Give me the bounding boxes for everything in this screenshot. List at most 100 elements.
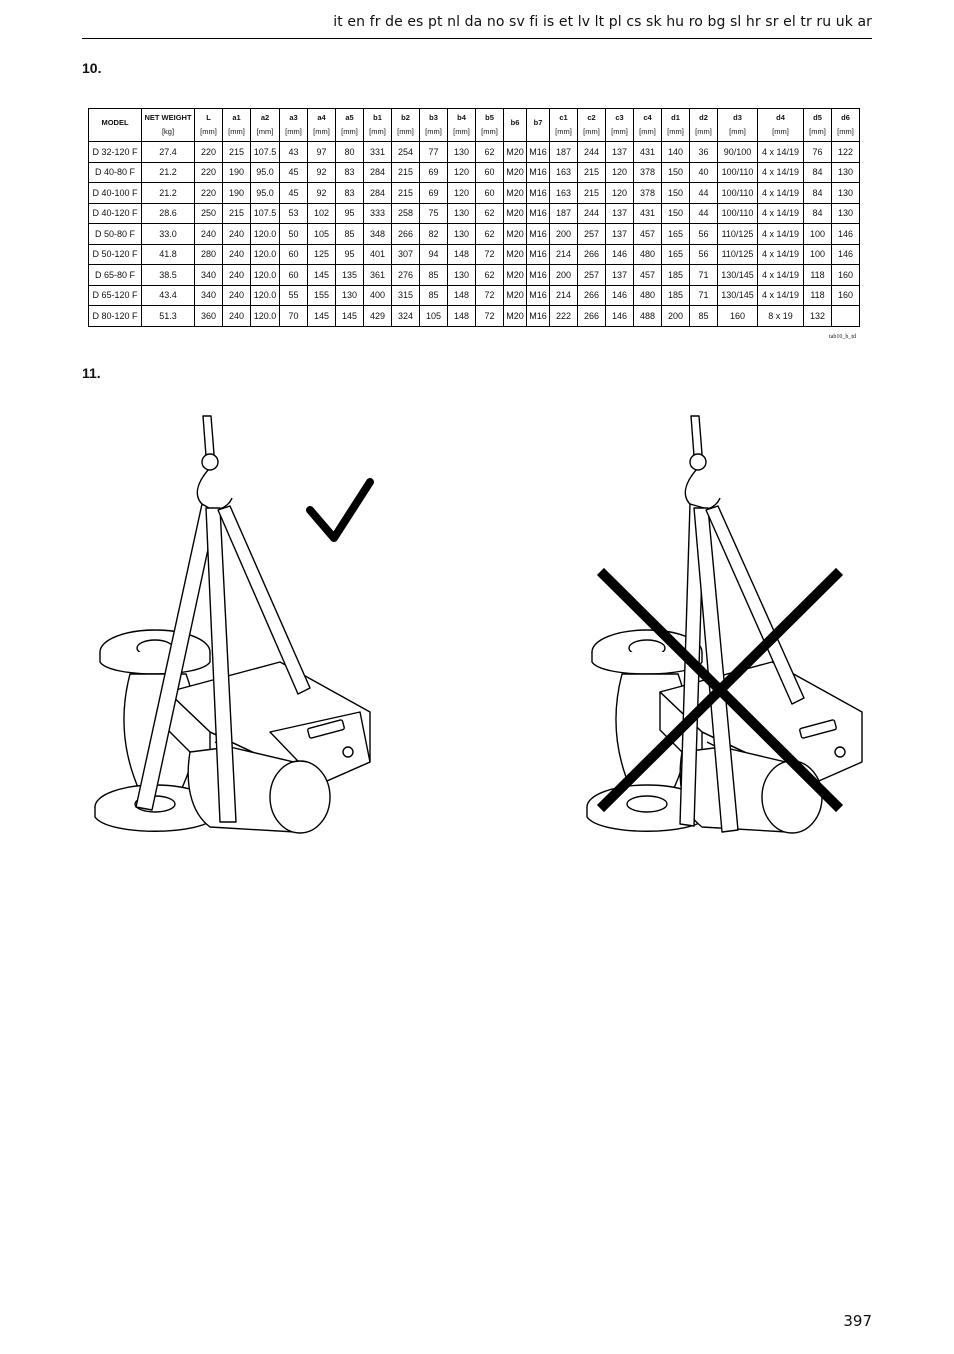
table-cell: 145	[307, 264, 336, 286]
table-cell: 100	[803, 243, 832, 265]
table-cell: 130	[447, 264, 476, 286]
cross-icon	[596, 567, 844, 813]
table-cell: 85	[335, 223, 364, 245]
table-cell: 250	[194, 202, 223, 224]
table-cell: 148	[447, 284, 476, 306]
table-cell: 53	[279, 202, 308, 224]
column-name: d3	[733, 113, 742, 122]
table-cell: 240	[194, 223, 223, 245]
table-cell: M16	[526, 202, 550, 224]
table-cell: 100/110	[717, 182, 758, 204]
table-cell: 28.6	[141, 202, 195, 224]
table-cell: 254	[391, 141, 420, 163]
column-name: b3	[429, 113, 438, 122]
table-cell: 130/145	[717, 284, 758, 306]
table-cell: 284	[363, 161, 392, 183]
column-unit: [mm]	[397, 127, 414, 136]
column-name: c4	[643, 113, 652, 122]
section-10-number: 10.	[82, 60, 102, 76]
table-cell: 160	[717, 305, 758, 327]
table-cell: 130	[447, 223, 476, 245]
column-header: d3 [mm]	[717, 108, 758, 142]
table-cell: 21.2	[141, 161, 195, 183]
table-cell: 4 x 14/19	[757, 182, 804, 204]
table-cell: 120	[605, 182, 634, 204]
table-cell: 200	[549, 223, 578, 245]
table-cell: 92	[307, 161, 336, 183]
table-cell: M20	[503, 141, 527, 163]
column-unit: [mm]	[481, 127, 498, 136]
column-header: a2[mm]	[250, 108, 280, 142]
table-id: tab10_b_td	[829, 334, 856, 340]
table-cell: 130	[831, 161, 860, 183]
table-cell: M16	[526, 264, 550, 286]
column-unit: [mm]	[639, 127, 656, 136]
column-header: a3[mm]	[279, 108, 308, 142]
table-cell: 185	[661, 264, 690, 286]
table-cell: 148	[447, 243, 476, 265]
column-name: d1	[671, 113, 680, 122]
table-cell: 222	[549, 305, 578, 327]
page-number: 397	[843, 1312, 872, 1330]
table-cell: 431	[633, 202, 662, 224]
column-header: a4[mm]	[307, 108, 336, 142]
table-cell: 187	[549, 141, 578, 163]
table-cell: 457	[633, 223, 662, 245]
table-cell: 44	[689, 182, 718, 204]
table-cell: 148	[447, 305, 476, 327]
table-cell: 165	[661, 223, 690, 245]
table-cell: 72	[475, 284, 504, 306]
table-cell: 120.0	[250, 284, 280, 306]
table-cell: 244	[577, 141, 606, 163]
table-cell: M20	[503, 202, 527, 224]
column-unit: [mm]	[729, 127, 746, 136]
column-unit: [mm]	[228, 127, 245, 136]
column-unit: [mm]	[837, 127, 854, 136]
table-cell: M16	[526, 141, 550, 163]
table-cell: 71	[689, 284, 718, 306]
column-header: b4[mm]	[447, 108, 476, 142]
table-cell: 401	[363, 243, 392, 265]
table-cell: 307	[391, 243, 420, 265]
table-cell: 200	[549, 264, 578, 286]
table-cell: 69	[419, 161, 448, 183]
column-unit: [mm]	[611, 127, 628, 136]
table-cell: 146	[831, 223, 860, 245]
column-header: L[mm]	[194, 108, 223, 142]
table-cell: 43	[279, 141, 308, 163]
table-cell: 315	[391, 284, 420, 306]
table-cell: 77	[419, 141, 448, 163]
table-cell: 80	[335, 141, 364, 163]
table-cell: 244	[577, 202, 606, 224]
table-cell: D 50-80 F	[88, 223, 142, 245]
column-unit: [mm]	[555, 127, 572, 136]
table-cell: 21.2	[141, 182, 195, 204]
checkmark-icon	[306, 478, 374, 542]
column-header: b2[mm]	[391, 108, 420, 142]
table-cell: M20	[503, 243, 527, 265]
table-cell: 38.5	[141, 264, 195, 286]
table-cell: 27.4	[141, 141, 195, 163]
table-cell: 130	[447, 141, 476, 163]
table-cell: 8 x 19	[757, 305, 804, 327]
table-cell: 56	[689, 243, 718, 265]
table-cell: 4 x 14/19	[757, 161, 804, 183]
column-header: a1[mm]	[222, 108, 251, 142]
table-cell: 60	[279, 243, 308, 265]
table-cell: 118	[803, 284, 832, 306]
table-cell: 431	[633, 141, 662, 163]
column-name: a5	[345, 113, 354, 122]
table-cell: D 65-80 F	[88, 264, 142, 286]
table-cell: 266	[577, 243, 606, 265]
table-cell: 120.0	[250, 264, 280, 286]
column-unit: [mm]	[425, 127, 442, 136]
table-cell: 150	[661, 161, 690, 183]
table-cell: 190	[222, 161, 251, 183]
table-cell: 324	[391, 305, 420, 327]
table-cell: 72	[475, 243, 504, 265]
